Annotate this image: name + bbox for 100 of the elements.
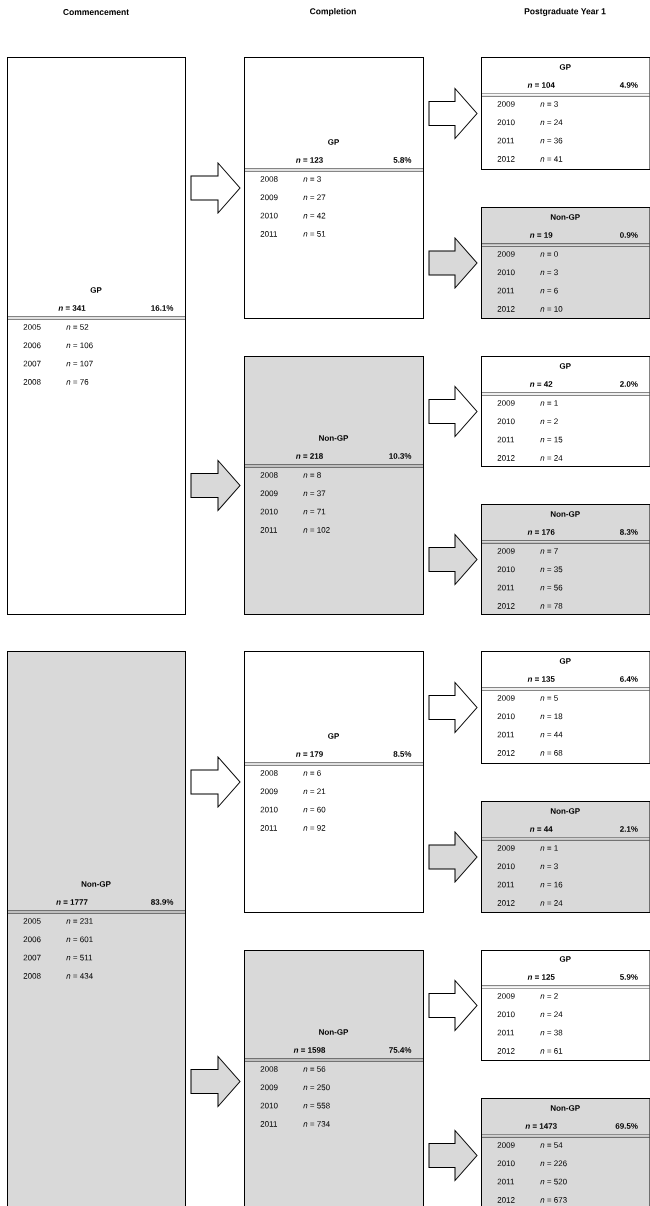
table-box: [480, 57, 650, 170]
count: n = 92: [303, 825, 326, 831]
year: 2009: [497, 400, 515, 406]
count: n = 434: [66, 973, 93, 979]
total-count: n = 179: [295, 751, 323, 757]
group-heading: Non-GP: [319, 1029, 349, 1035]
percentage: 2.0%: [620, 381, 638, 387]
percentage: 69.5%: [615, 1123, 638, 1129]
block-arrow: [428, 980, 478, 1031]
total-count: n = 135: [527, 676, 555, 682]
group-heading: GP: [559, 64, 571, 70]
count: n = 2: [540, 993, 558, 999]
count: n = 6: [303, 770, 321, 776]
count: n = 3: [540, 269, 558, 276]
year: 2011: [497, 1029, 514, 1036]
percentage: 5.9%: [620, 974, 638, 980]
group-heading: Non-GP: [550, 808, 580, 814]
year: 2009: [497, 251, 515, 257]
year: 2010: [497, 1160, 515, 1167]
count: n = 24: [540, 455, 563, 461]
table-box: [243, 651, 424, 913]
count: n = 5: [540, 695, 558, 701]
count: n = 44: [540, 731, 563, 738]
count: n = 24: [540, 1011, 563, 1018]
count: n = 21: [303, 788, 326, 795]
table-box: [480, 207, 650, 319]
year: 2011: [497, 881, 514, 888]
count: n = 60: [303, 806, 326, 813]
column-heading: Postgraduate Year 1: [524, 8, 606, 16]
total-count: n = 218: [295, 453, 323, 459]
percentage: 8.5%: [393, 751, 412, 757]
count: n = 10: [540, 306, 563, 312]
group-heading: Non-GP: [550, 511, 580, 517]
total-count: n = 1473: [525, 1123, 557, 1129]
year: 2009: [260, 788, 278, 795]
count: n = 0: [540, 251, 558, 257]
count: n = 7: [540, 548, 558, 554]
year: 2008: [23, 379, 41, 385]
count: n = 76: [66, 379, 89, 385]
count: n = 511: [66, 954, 93, 961]
count: n = 106: [66, 342, 93, 349]
year: 2008: [260, 472, 278, 478]
count: n = 68: [540, 750, 563, 756]
block-arrow: [428, 682, 478, 733]
group-heading: Non-GP: [319, 435, 349, 441]
count: n = 56: [303, 1066, 326, 1072]
total-count: n = 19: [529, 232, 553, 238]
year: 2005: [23, 324, 41, 330]
group-heading: GP: [90, 287, 102, 293]
count: n = 3: [540, 101, 558, 107]
table-box: [243, 57, 424, 319]
year: 2005: [23, 918, 41, 924]
percentage: 4.9%: [619, 82, 638, 88]
year: 2008: [260, 770, 278, 776]
total-count: n = 176: [527, 529, 555, 535]
year: 2009: [260, 1084, 278, 1091]
count: n = 56: [540, 584, 563, 591]
year: 2010: [497, 119, 515, 126]
block-arrow: [190, 460, 241, 511]
year: 2008: [23, 973, 41, 979]
block-arrow: [428, 831, 478, 883]
year: 2010: [260, 212, 278, 219]
count: n = 226: [540, 1160, 567, 1167]
group-heading: GP: [328, 733, 339, 739]
count: n = 24: [540, 119, 563, 126]
year: 2009: [497, 993, 515, 999]
year: 2012: [497, 1048, 515, 1054]
year: 2006: [23, 936, 41, 943]
count: n = 15: [540, 436, 563, 443]
total-count: n = 104: [527, 82, 555, 88]
percentage: 10.3%: [389, 453, 412, 459]
count: n = 520: [540, 1178, 567, 1185]
year: 2009: [497, 1142, 515, 1148]
count: n = 24: [540, 900, 563, 906]
count: n = 78: [540, 603, 563, 609]
total-count: n = 1777: [56, 899, 88, 905]
year: 2012: [497, 306, 515, 312]
year: 2009: [497, 845, 515, 851]
count: n = 1: [540, 400, 558, 406]
count: n = 6: [540, 287, 558, 294]
year: 2010: [497, 863, 515, 870]
block-arrow: [428, 386, 478, 437]
block-arrow: [190, 756, 241, 808]
count: n = 37: [303, 490, 326, 497]
year: 2012: [497, 603, 515, 609]
year: 2011: [497, 287, 514, 294]
count: n = 27: [303, 194, 326, 201]
group-heading: Non-GP: [81, 881, 111, 887]
table-box: [480, 801, 650, 913]
year: 2010: [260, 508, 278, 515]
count: n = 8: [303, 472, 321, 478]
total-count: n = 44: [529, 826, 553, 832]
year: 2011: [260, 825, 277, 831]
year: 2012: [497, 455, 515, 461]
table-box: [480, 950, 650, 1061]
table-box: [243, 356, 424, 615]
table-box: [243, 950, 424, 1206]
year: 2007: [23, 954, 41, 961]
year: 2012: [497, 750, 515, 756]
count: n = 102: [303, 527, 330, 533]
